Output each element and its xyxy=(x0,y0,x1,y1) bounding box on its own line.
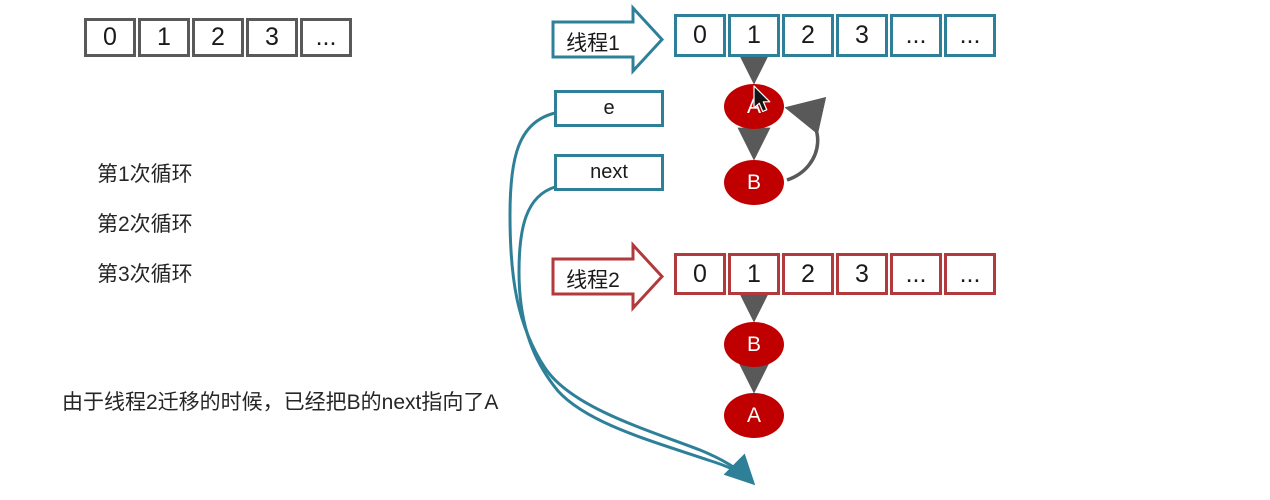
thread1-node-A: A xyxy=(724,84,784,129)
arrow-B-back-to-A-curve xyxy=(784,96,827,182)
node-label: A xyxy=(746,403,761,427)
plain-bucket-array: 0 1 2 3 ... xyxy=(84,18,352,57)
array-cell: ... xyxy=(944,253,996,295)
var-next-box: next xyxy=(554,154,664,191)
array-cell: 2 xyxy=(782,253,834,295)
array-cell: 3 xyxy=(246,18,298,57)
node-label: A xyxy=(746,94,761,118)
explanation-caption: 由于线程2迁移的时候，已经把B的next指向了A xyxy=(62,391,499,414)
node-label: B xyxy=(746,332,761,356)
array-cell: 1 xyxy=(138,18,190,57)
thread2-bucket-array: 0 1 2 3 ... ... xyxy=(674,253,996,295)
array-cell: 2 xyxy=(782,14,834,57)
array-cell: 1 xyxy=(728,253,780,295)
thread2-node-A: A xyxy=(724,393,784,438)
loop-label-2: 第2次循环 xyxy=(97,213,193,236)
loop-label-1: 第1次循环 xyxy=(97,163,193,186)
node-label: B xyxy=(746,170,761,194)
array-cell: 0 xyxy=(84,18,136,57)
array-cell: 3 xyxy=(836,14,888,57)
array-cell: 3 xyxy=(836,253,888,295)
var-next-label: next xyxy=(590,161,628,183)
array-cell: ... xyxy=(890,253,942,295)
array-cell: ... xyxy=(300,18,352,57)
loop-label-3: 第3次循环 xyxy=(97,263,193,286)
thread2-node-B: B xyxy=(724,322,784,367)
thread1-node-B: B xyxy=(724,160,784,205)
thread1-bucket-array: 0 1 2 3 ... ... xyxy=(674,14,996,57)
next-pointer-curve xyxy=(517,185,749,480)
var-e-label: e xyxy=(603,97,615,119)
thread1-label: 线程1 xyxy=(566,32,620,55)
array-cell: 2 xyxy=(192,18,244,57)
array-cell: ... xyxy=(890,14,942,57)
var-e-box: e xyxy=(554,90,664,127)
array-cell: ... xyxy=(944,14,996,57)
array-cell: 0 xyxy=(674,14,726,57)
array-cell: 0 xyxy=(674,253,726,295)
thread2-label: 线程2 xyxy=(566,269,620,292)
array-cell: 1 xyxy=(728,14,780,57)
